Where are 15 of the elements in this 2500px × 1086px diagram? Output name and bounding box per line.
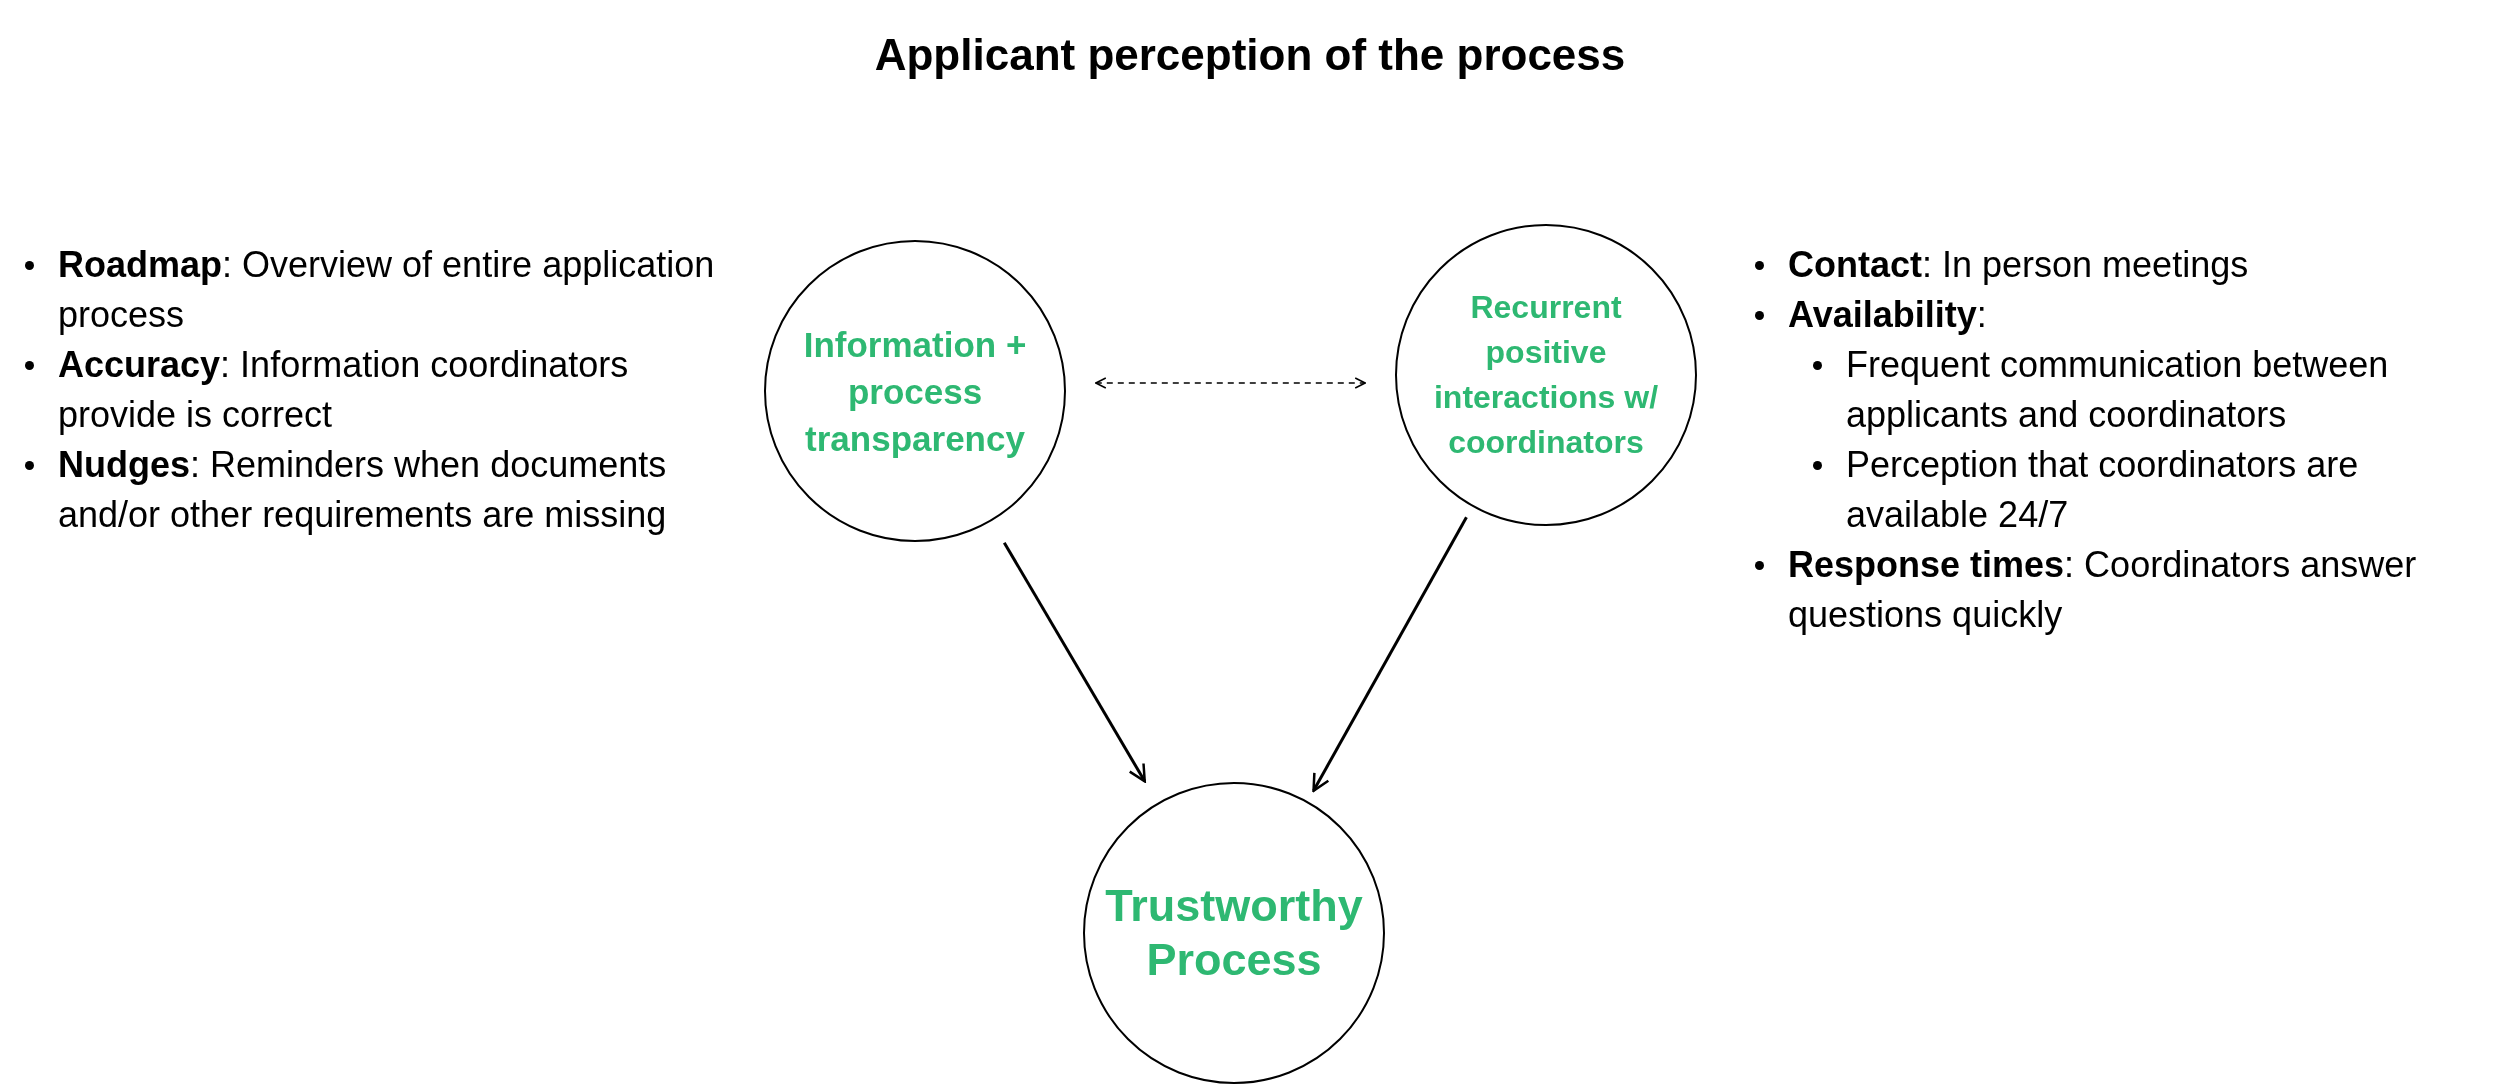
bullet-text: Nudges: Reminders when documents and/or other requirements are missing: [58, 443, 668, 537]
bullet-text: Accuracy: Information coordinators provide is correct: [58, 343, 630, 437]
diagram-title: Applicant perception of the process: [874, 29, 1626, 81]
dashed-arrow: [1095, 377, 1366, 389]
node-label: Recurrent positive interactions w/ coordinators: [1432, 288, 1659, 462]
bullet-text: Perception that coordinators are available 24/7: [1846, 443, 2360, 537]
bullet-text: Frequent communication between applicants and coordinators: [1846, 343, 2390, 437]
node-label: Information + process transparency: [802, 323, 1028, 460]
bullet-text: Availability:: [1788, 293, 1987, 337]
bullet-text: Roadmap: Overview of entire application process: [58, 243, 716, 337]
node-label: Trustworthy Process: [1104, 879, 1364, 987]
arrow: [1312, 516, 1468, 792]
bullet-text: Response times: Coordinators answer questions quickly: [1788, 543, 2418, 637]
bullet-text: Contact: In person meetings: [1788, 243, 2249, 287]
arrow: [1002, 541, 1147, 783]
